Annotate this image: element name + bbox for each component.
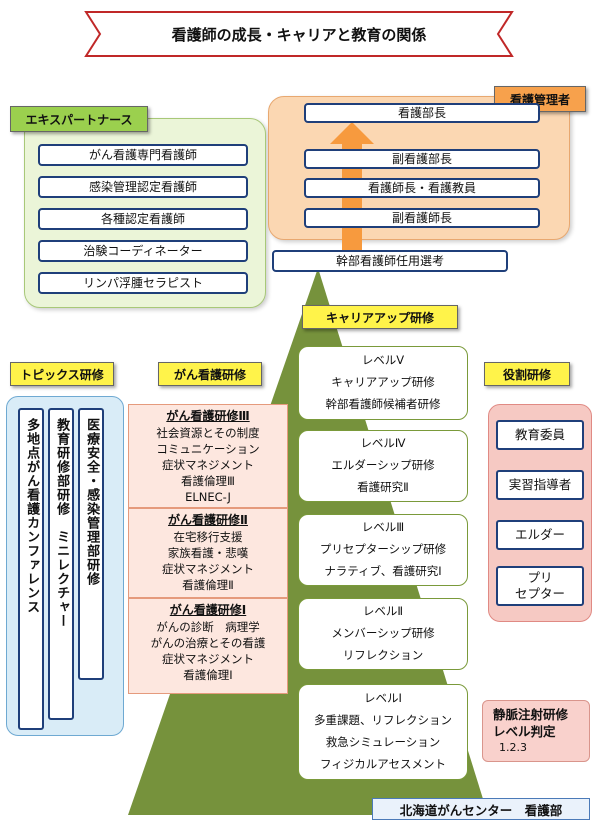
- expert-item: 治験コーディネーター: [38, 240, 248, 262]
- level-box-1: レベルⅠ 多重課題、リフレクション 救急シミュレーション フィジカルアセスメント: [298, 684, 468, 780]
- level-line: ナラティブ、看護研究Ⅰ: [324, 563, 442, 578]
- title-banner-shape: [84, 11, 514, 57]
- level-box-4: レベルⅣ エルダーシップ研修 看護研究Ⅱ: [298, 430, 468, 502]
- iv-training-box: 静脈注射研修 レベル判定 1.2.3: [482, 700, 590, 762]
- cancer-section-1: がん看護研修Ⅰ がんの診断 病理学 がんの治療とその看護 症状マネジメント 看護…: [128, 598, 288, 694]
- level-line: プリセプターシップ研修: [319, 542, 447, 557]
- cancer-section-2: がん看護研修Ⅱ 在宅移行支援 家族看護・悲嘆 症状マネジメント 看護倫理Ⅱ: [128, 508, 288, 598]
- role-item: エルダー: [496, 520, 584, 550]
- expert-item: リンパ浮腫セラピスト: [38, 272, 248, 294]
- level-line: メンバーシップ研修: [331, 626, 435, 641]
- topics-column: 多地点がん看護カンファレンス: [18, 408, 44, 730]
- topics-column: 教育研修部研修 ミニレクチャー: [48, 408, 74, 720]
- management-item: 看護師長・看護教員: [304, 178, 540, 198]
- level-line: エルダーシップ研修: [331, 458, 435, 473]
- level-name: レベルⅡ: [362, 604, 404, 619]
- role-item: プリ セプター: [496, 566, 584, 606]
- management-label: 看護管理者: [494, 86, 586, 112]
- level-line: フィジカルアセスメント: [319, 756, 447, 771]
- level-name: レベルⅢ: [361, 520, 405, 535]
- management-item: 看護部長: [304, 103, 540, 123]
- level-line: リフレクション: [342, 647, 424, 662]
- level-name: レベルⅤ: [361, 353, 405, 368]
- iv-sub: 1.2.3: [499, 740, 527, 754]
- level-box-5: レベルⅤ キャリアアップ研修 幹部看護師候補者研修: [298, 346, 468, 420]
- expert-item: がん看護専門看護師: [38, 144, 248, 166]
- level-box-2: レベルⅡ メンバーシップ研修 リフレクション: [298, 598, 468, 670]
- level-line: キャリアアップ研修: [331, 375, 435, 390]
- role-item: 実習指導者: [496, 470, 584, 500]
- expert-item: 感染管理認定看護師: [38, 176, 248, 198]
- role-item: 教育委員: [496, 420, 584, 450]
- iv-line: レベル判定: [493, 723, 556, 739]
- management-item: 副看護師長: [304, 208, 540, 228]
- page-title: 看護師の成長・キャリアと教育の関係: [171, 25, 427, 44]
- career-up-label: キャリアアップ研修: [302, 305, 458, 329]
- level-line: 幹部看護師候補者研修: [325, 396, 441, 411]
- title-banner: 看護師の成長・キャリアと教育の関係: [84, 10, 514, 58]
- level-box-3: レベルⅢ プリセプターシップ研修 ナラティブ、看護研究Ⅰ: [298, 514, 468, 586]
- role-label: 役割研修: [484, 362, 570, 386]
- iv-line: 静脈注射研修: [493, 707, 569, 722]
- level-name: レベルⅠ: [364, 691, 402, 706]
- cancer-label: がん看護研修: [158, 362, 262, 386]
- cancer-section-3: がん看護研修Ⅲ 社会資源とその制度 コミュニケーション 症状マネジメント 看護倫…: [128, 404, 288, 508]
- topics-column: 医療安全・感染管理部研修: [78, 408, 104, 680]
- selection-exam: 幹部看護師任用選考: [272, 250, 508, 272]
- level-line: 多重課題、リフレクション: [314, 713, 452, 728]
- management-item: 副看護部長: [304, 149, 540, 169]
- level-name: レベルⅣ: [360, 436, 406, 451]
- topics-label: トピックス研修: [10, 362, 114, 386]
- expert-label: エキスパートナース: [10, 106, 148, 132]
- footer-label: 北海道がんセンター 看護部: [372, 798, 590, 820]
- expert-item: 各種認定看護師: [38, 208, 248, 230]
- level-line: 救急シミュレーション: [325, 735, 441, 749]
- level-line: 看護研究Ⅱ: [357, 479, 409, 494]
